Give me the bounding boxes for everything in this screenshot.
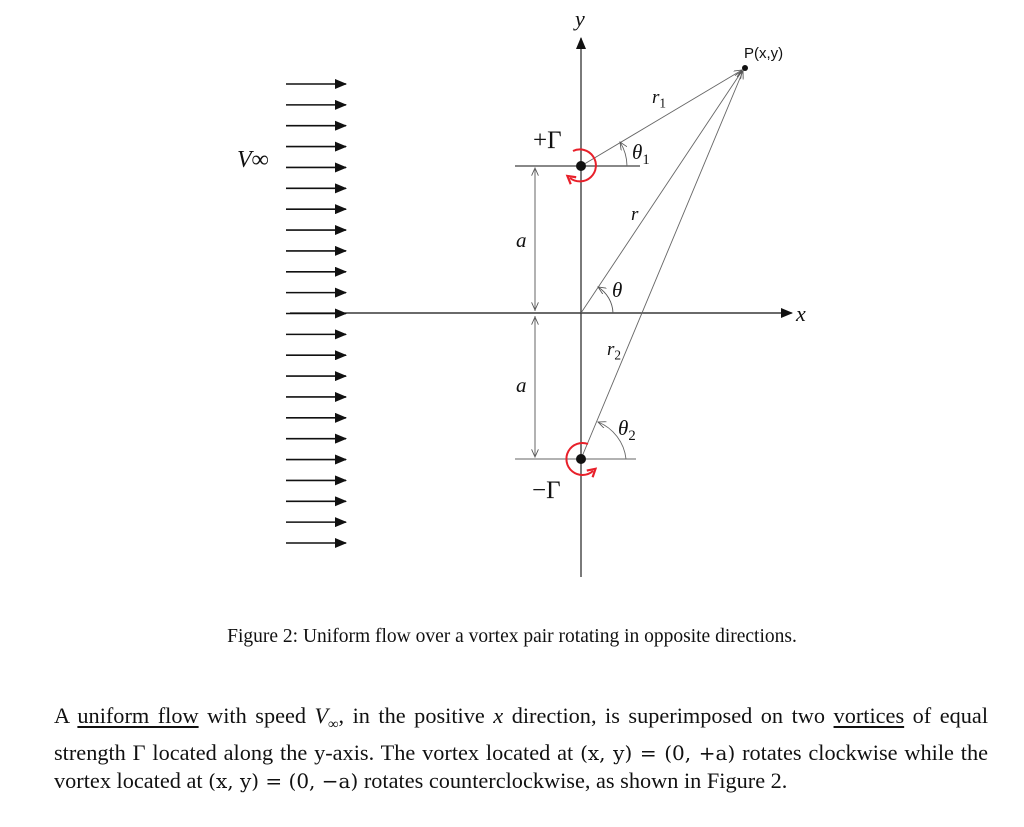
v-infinity: V∞ xyxy=(314,703,339,732)
equation-upper-vortex: (x, y) = (0, +a) xyxy=(580,740,736,765)
y-axis-label: y xyxy=(575,6,585,31)
lower-vortex-strength: −Γ xyxy=(532,477,561,504)
upper-vortex-center xyxy=(576,161,586,171)
para-text: rotates counterclockwise, as shown in Fi… xyxy=(358,768,788,794)
r1-symbol: r xyxy=(652,87,660,108)
dimension-label-upper: a xyxy=(516,228,527,252)
x-axis-label: x xyxy=(796,301,806,326)
r2-line xyxy=(580,71,743,460)
figure-caption: Figure 2: Uniform flow over a vortex pai… xyxy=(227,626,797,647)
r2-symbol: r xyxy=(607,339,615,360)
theta1-symbol: θ xyxy=(632,140,643,164)
upper-vortex-rotation-icon xyxy=(570,148,597,181)
theta2-arc xyxy=(598,422,627,460)
theta1-label: θ1 xyxy=(632,142,650,168)
lower-vortex-center xyxy=(576,454,586,464)
equation-lower-vortex: (x, y) = (0, −a) xyxy=(208,769,359,794)
vortex-pair-figure: V∞ y x P(x,y) +Γ −Γ r1 θ1 r θ r2 θ2 a a xyxy=(237,6,806,577)
freestream-label-text: V∞ xyxy=(237,147,269,173)
para-text: with speed xyxy=(198,703,315,728)
para-text: of equal strength Γ located along the y-… xyxy=(54,703,989,765)
r-line xyxy=(580,71,742,314)
theta-label: θ xyxy=(612,278,623,302)
r-label: r xyxy=(631,204,639,225)
para-text: direction, is superimposed on two xyxy=(503,703,834,728)
lower-vortex-rotation-icon xyxy=(565,442,593,475)
r2-subscript: 2 xyxy=(614,347,622,363)
para-text: , in the positive xyxy=(338,703,494,728)
link-vortices[interactable]: vortices xyxy=(833,703,905,728)
para-text: rotates clockwise while the vortex locat… xyxy=(54,739,989,794)
theta2-symbol: θ xyxy=(618,416,629,440)
point-p-label: P(x,y) xyxy=(744,45,784,62)
figure-diagram xyxy=(286,37,793,577)
para-text: A xyxy=(54,703,78,728)
upper-vortex-strength: +Γ xyxy=(533,127,562,154)
point-p xyxy=(742,65,748,71)
theta1-arc xyxy=(620,142,628,167)
v-symbol: V xyxy=(314,703,329,728)
infinity-subscript: ∞ xyxy=(328,716,339,733)
r1-label: r1 xyxy=(652,88,666,110)
theta2-label: θ2 xyxy=(618,418,636,444)
theta2-subscript: 2 xyxy=(628,428,636,445)
r1-line xyxy=(580,70,742,167)
r2-label: r2 xyxy=(607,340,621,362)
freestream-label: V∞ xyxy=(237,148,269,172)
dimension-label-lower: a xyxy=(516,373,527,397)
theta-arc xyxy=(598,287,614,314)
problem-paragraph: A uniform flow with speed V∞, in the pos… xyxy=(54,702,988,796)
theta1-subscript: 1 xyxy=(642,152,650,169)
x-variable: x xyxy=(493,703,504,728)
link-uniform-flow[interactable]: uniform flow xyxy=(77,703,199,728)
r1-subscript: 1 xyxy=(659,95,667,111)
